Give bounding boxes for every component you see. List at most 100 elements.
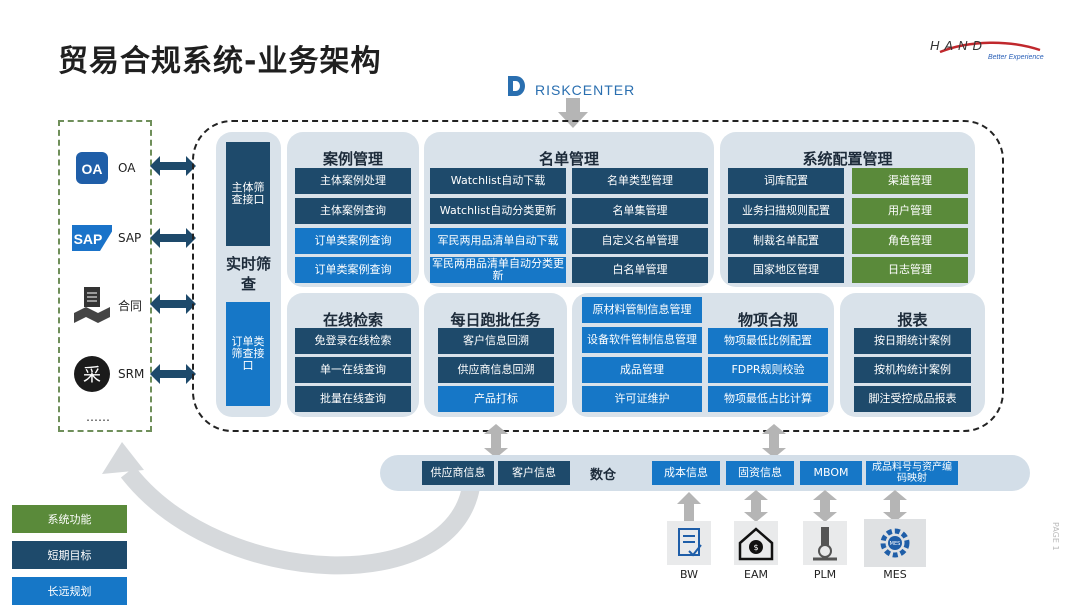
compliance-item[interactable]: 物项最低占比计算 [708, 386, 828, 412]
online-search-title: 在线检索 [322, 311, 383, 329]
oa-icon: OA [72, 148, 112, 188]
realtime-label: 实时筛查 [226, 255, 272, 293]
system-srm: 采 SRM [72, 352, 144, 396]
system-label: 合同 [118, 298, 143, 313]
system-label: OA [118, 161, 136, 175]
riskcenter-d-icon [508, 76, 525, 96]
bw-icon [667, 521, 711, 565]
system-sap: SAP SAP [72, 216, 141, 260]
logo-tagline: Better Experience [988, 54, 1044, 61]
sap-icon: SAP [72, 218, 112, 258]
warehouse-item[interactable]: 客户信息 [498, 461, 570, 485]
config-item[interactable]: 国家地区管理 [728, 257, 844, 283]
compliance-item[interactable]: 成品管理 [582, 357, 702, 383]
online-search-panel: 在线检索 免登录在线检索 单一在线查询 批量在线查询 [287, 293, 419, 417]
svg-text:OA: OA [82, 161, 103, 177]
list-mgmt-panel: 名单管理 Watchlist自动下载 Watchlist自动分类更新 军民两用品… [424, 132, 714, 287]
warehouse-item[interactable]: 供应商信息 [422, 461, 494, 485]
list-item[interactable]: 军民两用品清单自动下载 [430, 228, 566, 254]
config-item[interactable]: 日志管理 [852, 257, 968, 283]
svg-text:MES: MES [890, 541, 901, 547]
more-systems: …… [86, 410, 110, 424]
subject-screening-interface[interactable]: 主体筛查接口 [226, 142, 270, 246]
batch-item[interactable]: 产品打标 [438, 386, 554, 412]
riskcenter-container [192, 120, 1004, 432]
list-item[interactable]: 军民两用品清单自动分类更新 [430, 257, 566, 283]
legend-system-function: 系统功能 [12, 505, 127, 533]
riskcenter-text: RISKCENTER [535, 82, 636, 98]
config-item[interactable]: 用户管理 [852, 198, 968, 224]
search-item[interactable]: 批量在线查询 [295, 386, 411, 412]
compliance-item[interactable]: 物项最低比例配置 [708, 328, 828, 354]
report-item[interactable]: 按日期统计案例 [854, 328, 971, 354]
svg-text:采: 采 [83, 365, 101, 386]
report-item[interactable]: 脚注受控成品报表 [854, 386, 971, 412]
data-warehouse-bar: 供应商信息 客户信息 数仓 成本信息 固资信息 MBOM 成品料号与资产编码映射 [380, 455, 1030, 491]
list-item[interactable]: 自定义名单管理 [572, 228, 708, 254]
integration-arrows [150, 156, 196, 384]
realtime-panel: 主体筛查接口 实时筛查 订单类筛查接口 [216, 132, 281, 417]
system-label: SRM [118, 367, 145, 381]
plm-double-arrow-icon [813, 490, 837, 522]
warehouse-item[interactable]: 成本信息 [652, 461, 720, 485]
list-item[interactable]: 名单类型管理 [572, 168, 708, 194]
list-item[interactable]: Watchlist自动下载 [430, 168, 566, 194]
plm-icon [803, 521, 847, 565]
case-item[interactable]: 主体案例查询 [295, 198, 411, 224]
compliance-item[interactable]: 许可证维护 [582, 386, 702, 412]
list-item[interactable]: Watchlist自动分类更新 [430, 198, 566, 224]
config-item[interactable]: 词库配置 [728, 168, 844, 194]
case-item[interactable]: 订单类案例查询 [295, 257, 411, 283]
item-compliance-title: 物项合规 [737, 311, 798, 329]
system-label: SAP [118, 231, 142, 245]
item-compliance-panel: 物项合规 原材料管制信息管理 设备软件管制信息管理 成品管理 许可证维护 物项最… [572, 293, 834, 417]
svg-text:$: $ [753, 543, 758, 552]
search-item[interactable]: 单一在线查询 [295, 357, 411, 383]
warehouse-item[interactable]: 固资信息 [726, 461, 794, 485]
external-systems-box [58, 120, 152, 432]
config-mgmt-title: 系统配置管理 [802, 150, 893, 168]
list-item[interactable]: 白名单管理 [572, 257, 708, 283]
logo-word: HAND [930, 38, 987, 53]
batch-item[interactable]: 供应商信息回溯 [438, 357, 554, 383]
case-item[interactable]: 订单类案例查询 [295, 228, 411, 254]
eam-double-arrow-icon [744, 490, 768, 522]
svg-text:SAP: SAP [74, 231, 103, 247]
legend-long-term: 长远规划 [12, 577, 127, 605]
plm-label: PLM [813, 568, 837, 581]
case-item[interactable]: 主体案例处理 [295, 168, 411, 194]
page-title: 贸易合规系统-业务架构 [58, 44, 382, 79]
config-item[interactable]: 角色管理 [852, 228, 968, 254]
warehouse-arrow-left [484, 424, 508, 458]
mes-label: MES [883, 568, 907, 581]
warehouse-item[interactable]: MBOM [800, 461, 862, 485]
search-item[interactable]: 免登录在线检索 [295, 328, 411, 354]
report-item[interactable]: 按机构统计案例 [854, 357, 971, 383]
srm-icon: 采 [72, 354, 112, 394]
down-arrow-icon [558, 98, 588, 128]
batch-item[interactable]: 客户信息回溯 [438, 328, 554, 354]
system-contract: 合同 [72, 283, 142, 327]
eam-icon: $ [734, 521, 778, 565]
case-mgmt-title: 案例管理 [322, 150, 383, 168]
bw-up-arrow-icon [677, 492, 701, 522]
reports-title: 报表 [897, 311, 928, 329]
contract-icon [72, 285, 112, 325]
reports-panel: 报表 按日期统计案例 按机构统计案例 脚注受控成品报表 [840, 293, 985, 417]
compliance-item[interactable]: FDPR规则校验 [708, 357, 828, 383]
hand-swoosh-icon [939, 41, 1041, 54]
eam-label: EAM [744, 568, 768, 581]
feedback-curve-arrow [102, 442, 480, 575]
config-item[interactable]: 渠道管理 [852, 168, 968, 194]
order-screening-interface[interactable]: 订单类筛查接口 [226, 302, 270, 406]
config-item[interactable]: 业务扫描规则配置 [728, 198, 844, 224]
mes-icon: MES [864, 519, 926, 567]
compliance-item[interactable]: 设备软件管制信息管理 [582, 327, 702, 353]
bw-label: BW [679, 568, 699, 581]
warehouse-arrow-right [762, 424, 786, 458]
compliance-item[interactable]: 原材料管制信息管理 [582, 297, 702, 323]
list-item[interactable]: 名单集管理 [572, 198, 708, 224]
case-mgmt-panel: 案例管理 主体案例处理 主体案例查询 订单类案例查询 订单类案例查询 [287, 132, 419, 287]
config-item[interactable]: 制裁名单配置 [728, 228, 844, 254]
warehouse-item[interactable]: 成品料号与资产编码映射 [866, 461, 958, 485]
